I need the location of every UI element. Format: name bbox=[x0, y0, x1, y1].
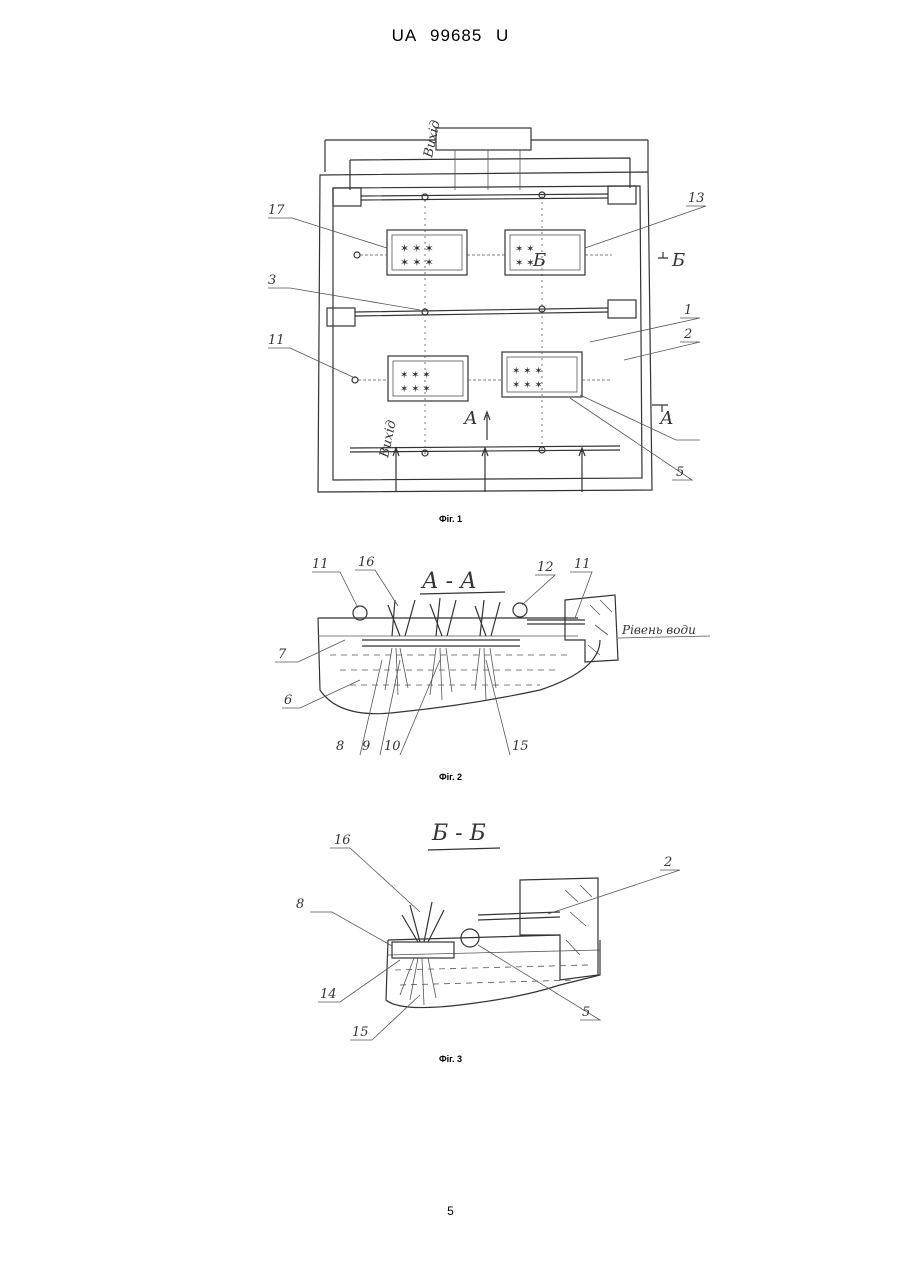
section-a-arrow bbox=[484, 412, 490, 440]
label-1: 1 bbox=[684, 303, 692, 318]
label-10: 10 bbox=[384, 739, 401, 754]
figure-2-drawing: А - А 11 16 12 11 7 6 8 bbox=[275, 555, 710, 755]
water-hatching-b bbox=[395, 965, 590, 985]
leader-6 bbox=[282, 680, 360, 708]
label-6: 6 bbox=[284, 693, 292, 708]
bank-wall bbox=[565, 595, 618, 662]
leader-13 bbox=[585, 206, 706, 248]
pipe-to-bank bbox=[527, 620, 585, 624]
leader-3 bbox=[268, 288, 420, 310]
section-aa-title: А - А bbox=[420, 569, 477, 594]
label-output: Вихід bbox=[421, 119, 444, 160]
leader-15 bbox=[486, 660, 510, 755]
leader-a bbox=[580, 395, 700, 440]
page-number: 5 bbox=[0, 1204, 901, 1218]
figure-2-caption: Фіг. 2 bbox=[0, 772, 901, 782]
pipe-top bbox=[361, 194, 608, 200]
leader-11a bbox=[312, 572, 358, 608]
leader-8b bbox=[310, 912, 392, 946]
label-2: 2 bbox=[683, 327, 692, 342]
figure-3-drawing: Б - Б 16 2 8 14 5 15 bbox=[296, 821, 680, 1040]
pipe-b bbox=[478, 912, 560, 920]
label-b-mark: Б bbox=[671, 250, 685, 271]
floating-frame bbox=[362, 640, 520, 646]
outlet-lines bbox=[455, 150, 520, 190]
label-17: 17 bbox=[268, 203, 285, 218]
svg-text:✶ ✶ ✶: ✶ ✶ ✶ bbox=[400, 370, 431, 381]
figure-3-caption: Фіг. 3 bbox=[0, 1054, 901, 1064]
svg-text:✶ ✶: ✶ ✶ bbox=[515, 244, 535, 255]
figure-1-caption: Фіг. 1 bbox=[0, 514, 901, 524]
cell-17: ✶ ✶ ✶ ✶ ✶ ✶ bbox=[387, 230, 467, 275]
valve-box-tr bbox=[608, 186, 636, 204]
leader-11 bbox=[268, 348, 355, 378]
label-b-center: Б bbox=[532, 250, 546, 271]
label-8b: 8 bbox=[296, 897, 304, 912]
pipe-middle bbox=[355, 308, 608, 316]
outlet-pipes bbox=[325, 140, 648, 172]
label-15: 15 bbox=[512, 739, 529, 754]
label-water-level: Рівень води bbox=[621, 623, 696, 637]
label-14: 14 bbox=[320, 987, 337, 1002]
roots-b bbox=[400, 958, 436, 1005]
label-11: 11 bbox=[268, 333, 285, 348]
figure-1-drawing: ✶ ✶ ✶ ✶ ✶ ✶ ✶ ✶ ✶ ✶ ✶ ✶ ✶ ✶ ✶ ✶ ✶ ✶ ✶ ✶ … bbox=[268, 119, 706, 492]
label-5b: 5 bbox=[582, 1005, 590, 1020]
label-15b: 15 bbox=[352, 1025, 369, 1040]
valve-box-ml bbox=[327, 308, 355, 326]
roots bbox=[385, 648, 496, 700]
label-16b: 16 bbox=[334, 833, 351, 848]
leader-2 bbox=[624, 342, 700, 360]
leader-16 bbox=[355, 570, 398, 606]
label-7: 7 bbox=[278, 647, 287, 662]
cell-bl: ✶ ✶ ✶ ✶ ✶ ✶ bbox=[388, 356, 468, 401]
valve-box-mr bbox=[608, 300, 636, 318]
label-11b: 11 bbox=[574, 557, 591, 572]
valve-node bbox=[354, 252, 360, 258]
water-hatching bbox=[330, 655, 570, 685]
label-13: 13 bbox=[688, 191, 705, 206]
svg-text:✶ ✶ ✶: ✶ ✶ ✶ bbox=[400, 257, 434, 269]
valve-box-tl bbox=[333, 188, 361, 206]
section-b-marker bbox=[658, 252, 668, 258]
label-11a: 11 bbox=[312, 557, 329, 572]
plant-2-leaves bbox=[430, 598, 456, 636]
label-2b: 2 bbox=[663, 855, 672, 870]
section-bb-underline bbox=[428, 848, 500, 850]
leader-11b bbox=[570, 572, 592, 618]
svg-text:✶ ✶ ✶: ✶ ✶ ✶ bbox=[400, 243, 434, 255]
bank-hatching bbox=[588, 600, 612, 655]
leader-16b bbox=[330, 848, 420, 912]
bank-hatching-b bbox=[565, 885, 592, 955]
section-bb-title: Б - Б bbox=[431, 821, 486, 846]
label-8: 8 bbox=[336, 739, 344, 754]
leader-10 bbox=[400, 660, 440, 755]
label-12: 12 bbox=[537, 560, 554, 575]
plant-leaves-b bbox=[402, 902, 444, 942]
svg-text:✶ ✶ ✶: ✶ ✶ ✶ bbox=[400, 384, 431, 395]
leader-17 bbox=[268, 218, 387, 248]
water-surface-b bbox=[388, 950, 600, 955]
leader-2b bbox=[548, 870, 680, 914]
label-9: 9 bbox=[362, 739, 370, 754]
floating-cell-b bbox=[392, 942, 454, 958]
svg-text:✶ ✶ ✶: ✶ ✶ ✶ bbox=[512, 380, 543, 391]
label-5: 5 bbox=[676, 465, 684, 480]
label-a-mark-2: А bbox=[462, 408, 478, 429]
svg-text:✶ ✶ ✶: ✶ ✶ ✶ bbox=[512, 366, 543, 377]
float-right bbox=[513, 603, 527, 617]
label-3: 3 bbox=[268, 273, 276, 288]
svg-text:✶ ✶: ✶ ✶ bbox=[515, 258, 535, 269]
outer-frame bbox=[318, 172, 652, 492]
label-16: 16 bbox=[358, 555, 375, 570]
pond-outline bbox=[318, 618, 600, 714]
outlet-box bbox=[436, 128, 531, 150]
leader-12 bbox=[522, 575, 555, 605]
label-a-mark: А bbox=[658, 408, 674, 429]
